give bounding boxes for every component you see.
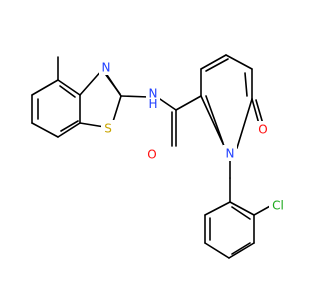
bond-line <box>156 96 177 111</box>
bond-line <box>57 79 81 96</box>
bond-line <box>225 54 253 70</box>
bond-line <box>120 95 150 98</box>
nitrogen-atom-pyridone: N <box>223 145 237 161</box>
bond-line <box>59 85 76 98</box>
bond-line <box>236 98 253 149</box>
nitrogen-atom-thiazole: N <box>99 59 113 75</box>
bond-line <box>31 122 59 138</box>
bond-line <box>60 120 79 132</box>
sulfur-atom-thiazole: S <box>101 120 115 136</box>
bond-line <box>31 79 59 96</box>
bond-line <box>229 201 255 216</box>
bond-line <box>231 242 251 255</box>
bond-line <box>204 201 231 216</box>
bond-line <box>205 58 229 72</box>
svg-text:Cl: Cl <box>272 199 284 213</box>
hydrogen-atom-amide: H <box>146 97 160 112</box>
nitrogen-atom-amide: N <box>146 85 160 101</box>
bond-line <box>251 98 260 125</box>
svg-text:N: N <box>149 87 158 101</box>
bond-line <box>231 206 251 220</box>
bond-line <box>175 95 202 111</box>
atom-labels: N S N H O N O Cl <box>99 59 287 213</box>
bond-line <box>57 122 81 138</box>
bond-line <box>204 242 230 259</box>
svg-text:N: N <box>226 147 235 161</box>
bond-line <box>200 54 227 70</box>
svg-text:N: N <box>102 61 111 75</box>
bond-line <box>205 95 224 144</box>
bond-line <box>255 99 264 125</box>
molecule-structure: N S N H O N O Cl <box>31 54 287 259</box>
chlorine-atom-aryl: Cl <box>269 197 287 213</box>
svg-text:H: H <box>148 97 157 111</box>
svg-text:O: O <box>258 123 267 137</box>
svg-text:S: S <box>104 122 112 136</box>
bond-line <box>228 242 255 259</box>
bond-line <box>105 74 121 95</box>
svg-text:O: O <box>147 148 156 162</box>
bond-line <box>244 72 248 97</box>
oxygen-atom-pyridone: O <box>256 121 270 137</box>
oxygen-atom-amide: O <box>145 146 159 162</box>
